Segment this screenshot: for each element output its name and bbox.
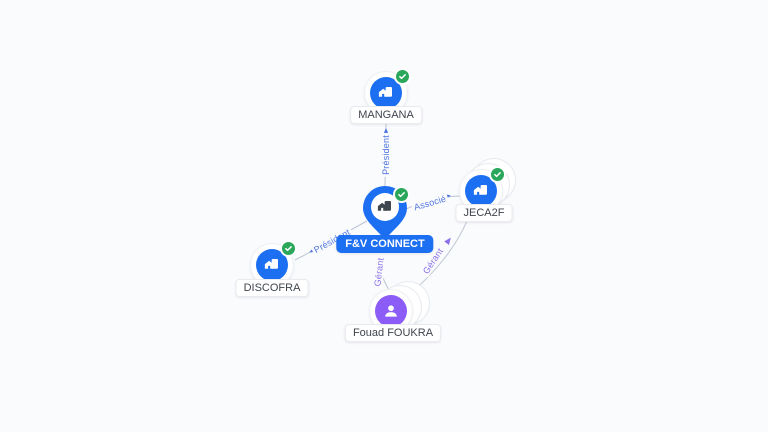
node-label-fv-connect[interactable]: F&V CONNECT [336,235,434,253]
node-label-jeca2f[interactable]: JECA2F [455,204,513,222]
person-icon [375,295,407,327]
node-label-fouad-foukra[interactable]: Fouad FOUKRA [344,324,442,342]
verified-badge-icon [393,186,410,203]
verified-badge-icon [489,166,506,183]
arrowhead-to-fvconnect-gerant [375,256,382,264]
arrowhead-to-jeca2f-associe [443,193,451,200]
verified-badge-icon [394,68,411,85]
node-label-discofra[interactable]: DISCOFRA [235,279,309,297]
building-icon [370,77,402,109]
node-fv-connect[interactable] [362,185,410,246]
edge-line-associe-jeca2f [403,195,463,211]
arrowhead-to-jeca2f-gerant [444,237,451,245]
arrowhead-to-mangana [383,128,389,135]
verified-badge-icon [280,240,297,257]
node-label-mangana[interactable]: MANGANA [350,106,422,124]
arrowhead-to-discofra [309,246,317,253]
